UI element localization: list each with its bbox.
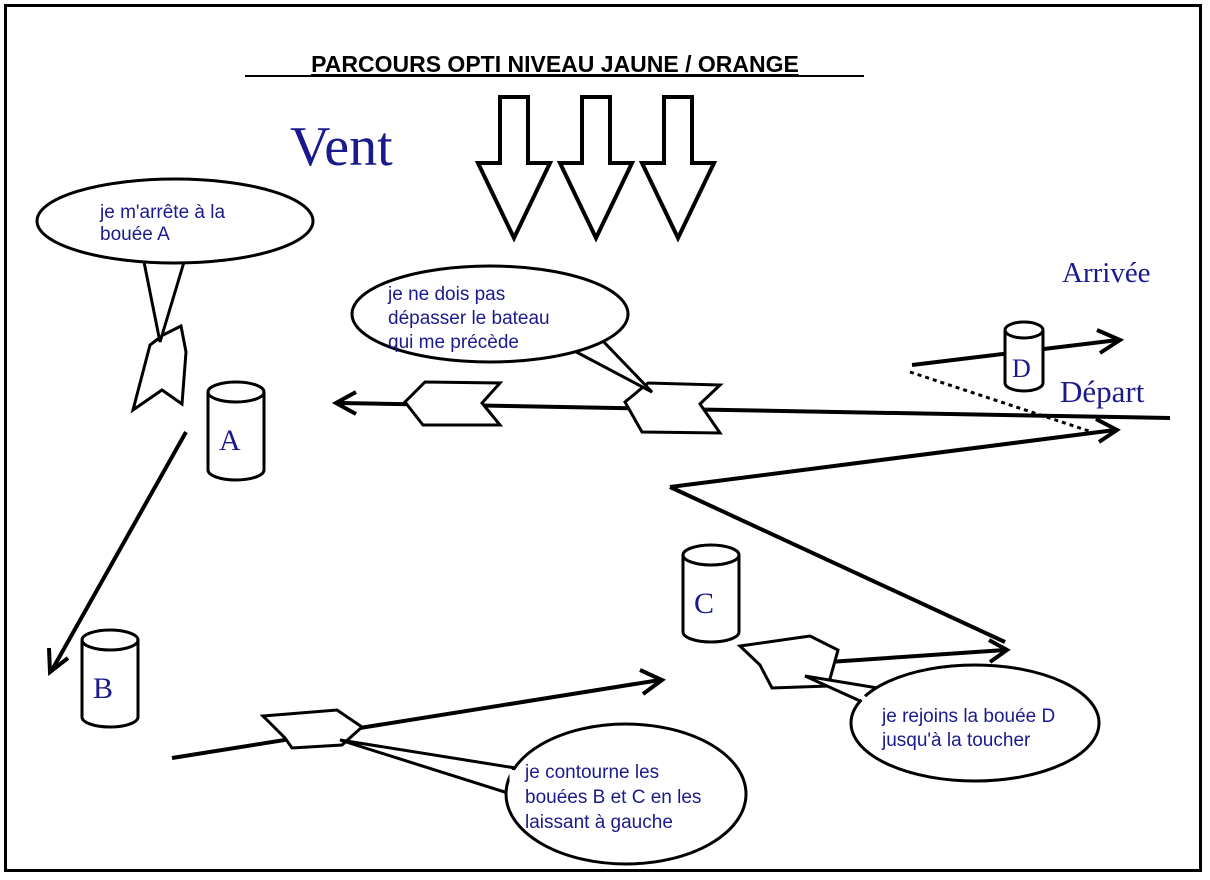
page-title: PARCOURS OPTI NIVEAU JAUNE / ORANGE: [311, 51, 799, 77]
buoy-b-label: B: [93, 672, 113, 705]
arrowhead-icon: [331, 390, 357, 416]
bubble-stop-a-line1: je m'arrête à la: [99, 202, 226, 223]
arrowhead-icon: [639, 668, 666, 696]
buoy-b: [80, 628, 140, 729]
leg-b-to-c: [171, 678, 661, 760]
bubble-join-d-line1: je rejoins la bouée D: [881, 706, 1055, 727]
bubble-round-bc-line2: bouées B et C en les: [525, 787, 701, 808]
wind-arrow-icon: [556, 95, 636, 243]
wind-arrow-icon: [474, 95, 554, 243]
leg-middle-to-d: [669, 428, 1116, 489]
wind-label: Vent: [290, 116, 393, 178]
arrowhead-icon: [1095, 417, 1121, 444]
wind-arrows: [474, 95, 718, 243]
buoy-d-label: D: [1012, 354, 1031, 383]
leg-a-to-b: [50, 431, 188, 671]
boat-icon: [403, 380, 504, 427]
leg-mark-to-middle: [669, 485, 1006, 644]
bubble-no-overtake-line3: qui me précède: [388, 332, 519, 353]
boat-icon: [623, 381, 724, 435]
arrowhead-icon: [988, 638, 1011, 664]
boat-icon: [259, 708, 365, 750]
start-line: [909, 370, 1096, 435]
bubble-stop-a: [35, 177, 315, 343]
bubble-stop-a-line2: bouée A: [100, 224, 170, 245]
depart-label: Départ: [1060, 374, 1145, 409]
bubble-round-bc: [339, 722, 748, 866]
arrowhead-icon: [47, 647, 70, 676]
boats: [130, 323, 840, 750]
bubble-round-bc-line1: je contourne les: [524, 762, 659, 783]
bubble-no-overtake-line2: dépasser le bateau: [388, 308, 550, 329]
boat-icon: [130, 323, 188, 414]
speech-bubbles: [35, 177, 1101, 866]
buoy-a-label: A: [219, 424, 241, 457]
wind-arrow-icon: [638, 95, 718, 243]
diagram-frame: [4, 4, 1202, 872]
arrivee-label: Arrivée: [1062, 257, 1151, 289]
buoy-c: [681, 543, 741, 644]
buoy-c-label: C: [694, 587, 714, 620]
bubble-join-d-line2: jusqu'à la toucher: [881, 730, 1031, 751]
buoys: [80, 320, 1045, 729]
bubble-round-bc-line3: laissant à gauche: [525, 812, 673, 833]
bubble-join-d: [804, 663, 1101, 783]
bubble-texts: je m'arrête à la bouée A je ne dois pas …: [99, 202, 1055, 833]
arrowhead-icon: [1096, 328, 1125, 355]
buoy-a: [206, 380, 266, 482]
bubble-no-overtake-line1: je ne dois pas: [387, 284, 505, 305]
bubble-no-overtake: [350, 264, 654, 394]
buoy-d: [1003, 320, 1045, 393]
